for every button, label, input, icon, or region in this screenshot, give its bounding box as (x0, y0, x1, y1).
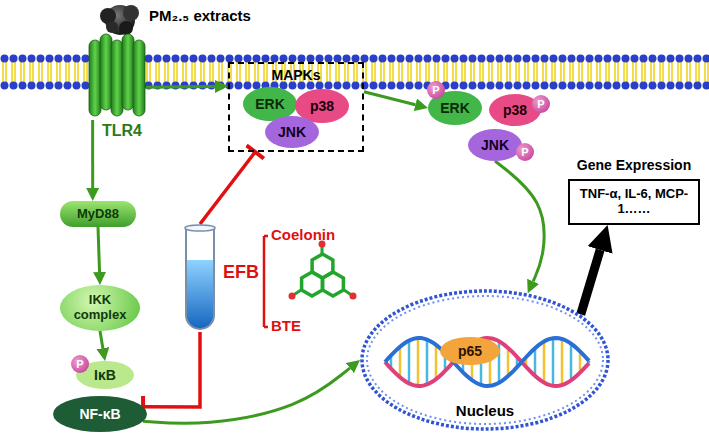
base-pair (426, 340, 429, 385)
arrow-connector (495, 161, 544, 281)
arrow-connector (91, 120, 94, 188)
atom (350, 293, 357, 300)
arrow-connector (100, 331, 103, 348)
node-text: JNK (481, 137, 509, 153)
tube-outline (183, 224, 217, 332)
node-text: TLR4 (102, 122, 142, 140)
inhibition-line (200, 152, 255, 224)
base-pair (507, 348, 510, 376)
base-pair (534, 348, 537, 376)
node-text: p65 (458, 343, 482, 359)
phospho-mark: P (516, 143, 534, 161)
compound-label: Coelonin (271, 226, 335, 243)
arrow-connector (146, 85, 215, 89)
particle-blob (100, 5, 139, 35)
base-pair (561, 339, 564, 385)
node-text: EFB (223, 262, 259, 283)
node-text: ERK (255, 96, 285, 112)
node-text: IκB (94, 367, 116, 383)
base-pair (399, 347, 402, 378)
protein-oval: p65 (440, 337, 500, 365)
arrow-connector (98, 227, 100, 272)
atom (289, 293, 296, 300)
node-text: P (521, 146, 528, 159)
node-text: P (76, 358, 83, 371)
base-pair (543, 341, 546, 382)
phospho-mark: P (71, 355, 89, 373)
node-text: ERK (440, 100, 470, 116)
base-pair (435, 345, 438, 379)
receptor-helix (122, 34, 134, 110)
phospho-mark: P (532, 95, 550, 113)
arrow-connector (581, 250, 600, 315)
node-text: p38 (310, 98, 334, 114)
compound-label: BTE (271, 317, 301, 334)
nucleus: Nucleus p65 (360, 289, 610, 431)
protein-oval: JNK (265, 116, 319, 148)
node-text: P (537, 98, 544, 111)
ring-bond (312, 254, 333, 278)
tube-liquid (186, 260, 214, 329)
base-pair (552, 338, 555, 386)
kinase-complex: IKK complex (60, 285, 140, 331)
node-text: MyD88 (77, 207, 119, 222)
nuclear-envelope (362, 291, 608, 429)
nuclear-envelope (367, 296, 603, 424)
phospho-mark: P (427, 81, 445, 99)
protein-oval: NF-κB (53, 396, 147, 432)
adaptor-protein: MyD88 (60, 201, 136, 227)
receptor: TLR4 (88, 34, 146, 120)
test-tube: EFB (183, 224, 217, 332)
node-text: MAPKs (271, 67, 320, 83)
node-text: TNF-α, IL-6, MCP-1…… (576, 187, 692, 217)
bracket (264, 236, 268, 327)
node-text: IKK complex (64, 293, 136, 323)
tube-rim (185, 225, 215, 231)
group-box: MAPKsERK p38JNK (228, 62, 364, 152)
arrow-connector (364, 92, 415, 105)
molecule-structure (289, 241, 357, 300)
node-text: PM₂.₅ extracts (149, 7, 251, 24)
receptor-helix (111, 40, 123, 116)
arrow-connector (143, 368, 350, 423)
base-pair (408, 341, 411, 384)
node-text: P (432, 84, 439, 97)
node-text: Gene Expression (577, 157, 691, 173)
output-box: Gene ExpressionTNF-α, IL-6, MCP-1…… (568, 179, 700, 225)
receptor-helix (89, 40, 101, 116)
receptor-outline (88, 34, 146, 120)
receptor-helix (133, 40, 145, 116)
node-text: p38 (503, 102, 527, 118)
stimulus-label: PM₂.₅ extracts (145, 5, 255, 26)
node-text: Nucleus (456, 402, 514, 419)
node-text: JNK (278, 124, 306, 140)
inhibition-line (143, 332, 200, 407)
tube-glass (186, 228, 214, 329)
receptor-helix (100, 34, 112, 110)
protein-oval: JNK (468, 129, 522, 161)
node-text: NF-κB (79, 406, 120, 422)
base-pair (570, 344, 573, 381)
base-pair (417, 338, 420, 386)
